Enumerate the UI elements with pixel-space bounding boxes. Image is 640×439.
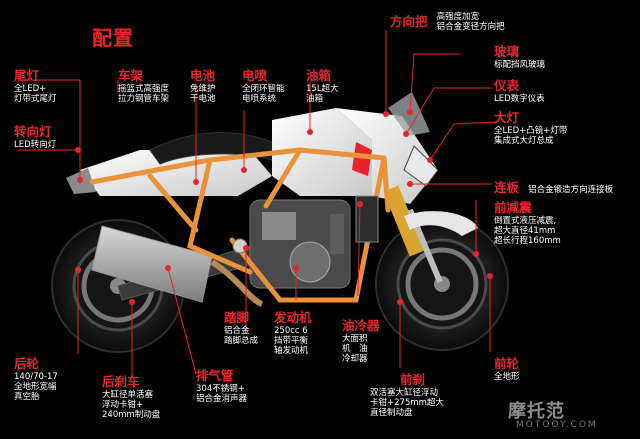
front-wheel-shape [375,217,509,351]
page-title: 配置 [92,26,134,50]
label-headlight: 大灯 全LED+凸镜+灯带 集成式大灯总成 [494,110,568,146]
label-windshield: 玻璃 标配挡风玻璃 [494,44,546,70]
label-efi: 电喷 全闭环智能 电喷系统 [242,68,285,104]
label-turnsignal: 转向灯 LED转向灯 [14,124,57,150]
engine-shape [249,199,351,289]
watermark-logo: 摩托范 [508,401,565,422]
label-fueltank: 油箱 15L超大 油箱 [306,68,339,104]
label-rearbrake: 后刹车 大缸径单活塞 浮动卡钳+ 240mm制动盘 [102,374,161,420]
label-frame: 车架 摇篮式高强度 拉力钢管车架 [118,68,170,104]
label-dashboard: 仪表 LED数字仪表 [494,78,545,104]
label-plate: 连板 铝合金锻造方向连接板 [494,180,614,195]
label-frontbrake: 前刹 双活塞大缸径浮动 卡钳+275mm超大 直径制动盘 [370,372,444,418]
label-exhaust: 排气管 304不锈钢+ 铝合金消声器 [196,368,248,404]
exhaust-shape [91,225,264,307]
label-taillight: 尾灯 全LED+ 灯带式尾灯 [14,68,57,104]
watermark-url: MOTOOY.COM [516,420,598,430]
label-footrest: 踏脚 铝合金 踏脚总成 [224,310,259,346]
label-battery: 电池 免维护 干电池 [190,68,216,104]
label-oilcooler: 油冷器 大面积 机 油 冷却器 [342,318,380,364]
label-frontwheel: 前轮 全地形 [494,356,520,382]
label-rearwheel: 后轮 140/70-17 全地形宽幅 真空胎 [14,356,58,402]
label-frontshock: 前减震 倒置式液压减震, 超大直径41mm 超长行程160mm [494,200,561,246]
label-engine: 发动机 250cc 6 挡带平衡 轴发动机 [274,310,312,356]
label-title: 尾灯 [14,68,40,83]
label-handlebar: 方向把 高强度加宽 铝合金变径方向把 [390,12,505,33]
